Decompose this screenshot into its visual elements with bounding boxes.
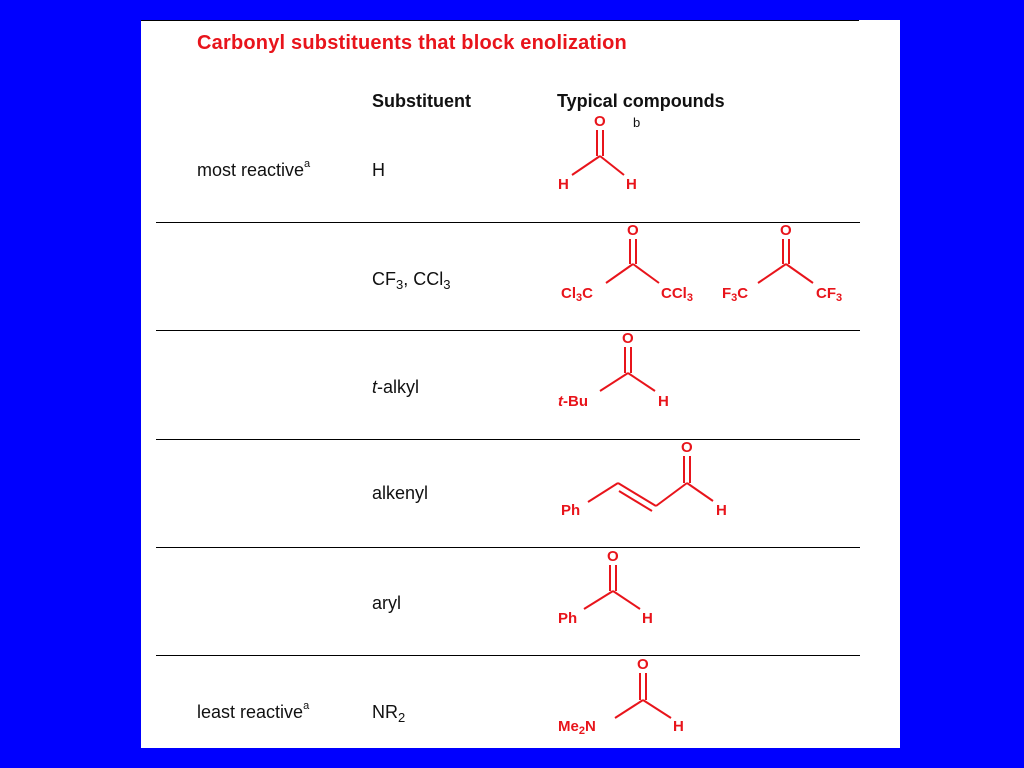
benzaldehyde-structure: O Ph H — [558, 548, 653, 627]
svg-text:H: H — [642, 610, 653, 627]
svg-text:O: O — [780, 222, 792, 239]
svg-text:H: H — [558, 176, 569, 193]
dmf-structure: O Me2N H — [558, 656, 684, 737]
svg-text:t-Bu: t-Bu — [558, 393, 588, 410]
svg-text:O: O — [681, 439, 693, 456]
svg-text:O: O — [627, 222, 639, 239]
substituent-h: H — [372, 160, 385, 180]
reactivity-label-least: least reactivea — [197, 700, 310, 722]
hexafluoroacetone-structure: O F3C CF3 — [722, 222, 842, 304]
row-divider — [156, 655, 860, 656]
cinnamaldehyde-structure: O Ph H — [561, 439, 727, 519]
svg-text:H: H — [626, 176, 637, 193]
row-divider — [156, 222, 860, 223]
svg-text:Cl3C: Cl3C — [561, 285, 593, 304]
substituent-nr2: NR2 — [372, 702, 406, 725]
structures-layer: O H H O Cl3C CCl3 O F3C CF3 — [558, 113, 842, 737]
compounds-footnote-mark: b — [633, 115, 641, 130]
row-divider — [156, 330, 860, 331]
row-divider — [156, 439, 860, 440]
svg-text:O: O — [637, 656, 649, 673]
svg-text:H: H — [658, 393, 669, 410]
pivaldehyde-structure: O t-Bu H — [558, 330, 669, 410]
svg-text:CCl3: CCl3 — [661, 285, 693, 304]
reactivity-label-most: most reactivea — [197, 158, 311, 180]
svg-text:Me2N: Me2N — [558, 718, 596, 737]
hexachloroacetone-structure: O Cl3C CCl3 — [561, 222, 693, 304]
svg-text:CF3: CF3 — [816, 285, 842, 304]
svg-text:H: H — [673, 718, 684, 735]
svg-text:Ph: Ph — [561, 502, 580, 519]
substituent-t-alkyl: t-alkyl — [372, 377, 420, 397]
svg-text:O: O — [607, 548, 619, 565]
row-divider — [156, 547, 860, 548]
substituent-aryl: aryl — [372, 593, 402, 613]
compounds-header: Typical compounds — [557, 91, 725, 111]
substituent-header: Substituent — [372, 91, 471, 111]
page-title: Carbonyl substituents that block enoliza… — [197, 32, 627, 54]
svg-text:O: O — [622, 330, 634, 347]
substituent-cf3-ccl3: CF3, CCl3 — [372, 269, 451, 292]
svg-text:H: H — [716, 502, 727, 519]
svg-text:O: O — [594, 113, 606, 130]
slide: Carbonyl substituents that block enoliza… — [141, 20, 900, 748]
formaldehyde-structure: O H H — [558, 113, 637, 193]
top-rule — [141, 20, 859, 21]
substituent-alkenyl: alkenyl — [372, 483, 429, 503]
svg-text:Ph: Ph — [558, 610, 577, 627]
svg-text:F3C: F3C — [722, 285, 748, 304]
